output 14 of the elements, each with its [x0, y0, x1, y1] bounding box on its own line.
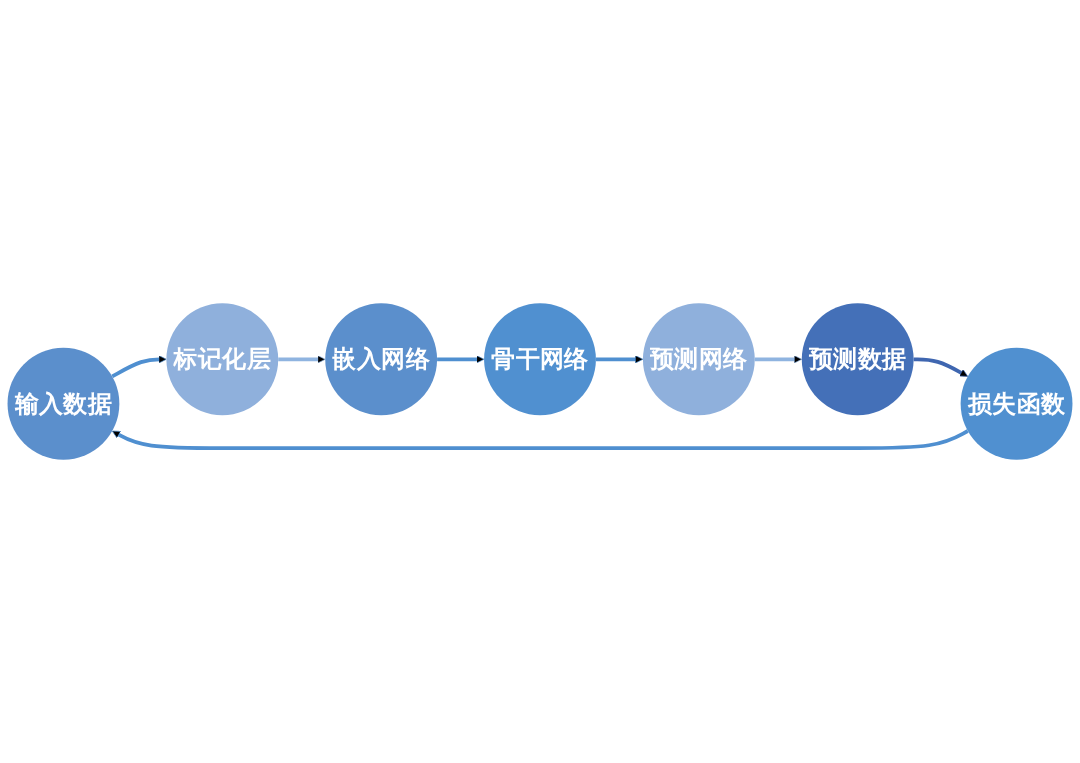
- arrow: [437, 355, 485, 364]
- arrow: [111, 429, 969, 450]
- arrow: [913, 357, 969, 377]
- node-circle: 骨干网络: [484, 303, 596, 416]
- node-circle: 预测数据: [801, 303, 914, 416]
- node-circle: 嵌入网络: [325, 303, 438, 416]
- node-circle: 损失函数: [960, 347, 1073, 460]
- arrow: [595, 355, 644, 364]
- arrow: [754, 355, 803, 364]
- node-circle: 标记化层: [166, 303, 279, 416]
- arrow: [111, 355, 167, 379]
- arrow: [278, 355, 326, 364]
- node-circle: 预测网络: [642, 303, 755, 416]
- node-circle: 输入数据: [7, 347, 120, 460]
